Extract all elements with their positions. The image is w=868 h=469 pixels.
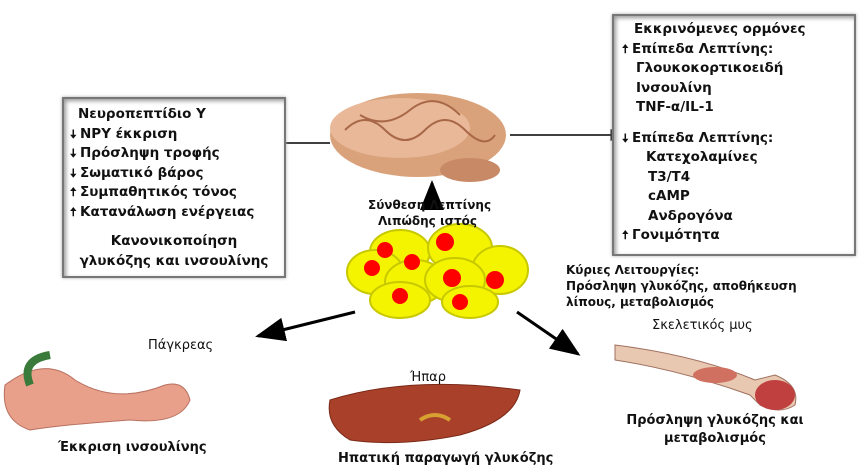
hormones-title: Εκκρινόμενες ορμόνες xyxy=(634,21,806,37)
hormone-item: T3/T4 xyxy=(648,168,691,185)
hormone-item: Κατεχολαμίνες xyxy=(646,149,758,165)
normalization-line2: γλυκόζης και ινσουλίνης xyxy=(79,252,269,269)
adipose-cells-image xyxy=(346,223,529,319)
npy-item: 🠇NPY έκκριση xyxy=(64,125,284,145)
up-arrow-icon: 🠅 xyxy=(70,204,77,219)
arrow-to-muscle xyxy=(516,310,581,356)
muscle-label: Σκελετικός μυς xyxy=(652,318,753,333)
liver-label: Ήπαρ xyxy=(410,370,446,385)
insulin-secretion-caption: Έκκριση ινσουλίνης xyxy=(58,440,207,455)
hormone-item: Ανδρογόνα xyxy=(648,207,733,224)
muscle-image xyxy=(614,344,797,411)
hepatic-glucose-caption: Ηπατική παραγωγή γλυκόζης xyxy=(338,451,554,466)
npy-item: 🠅Κατανάλωση ενέργειας xyxy=(64,203,284,223)
hormone-item: Ινσουλίνη xyxy=(636,79,712,96)
npy-effects-box: Νευροπεπτίδιο Υ 🠇NPY έκκριση 🠇Πρόσληψη τ… xyxy=(62,97,286,278)
down-arrow-icon: 🠇 xyxy=(622,130,629,145)
npy-item: 🠅Συμπαθητικός τόνος xyxy=(64,183,284,203)
npy-title: Νευροπεπτίδιο Υ xyxy=(78,106,206,122)
down-arrow-icon: 🠇 xyxy=(70,126,77,141)
liver-image xyxy=(328,383,521,444)
up-arrow-icon: 🠅 xyxy=(622,41,629,56)
fertility-item: 🠅Γονιμότητα xyxy=(614,226,854,246)
leptin-synthesis-label: Σύνθεση Λεπτίνης xyxy=(368,198,492,212)
brain-image xyxy=(330,93,506,182)
hormones-box: Εκκρινόμενες ορμόνες 🠅Επίπεδα Λεπτίνης: … xyxy=(612,14,856,256)
normalization-line1: Κανονικοποίηση xyxy=(110,233,238,249)
arrow-to-pancreas xyxy=(255,310,356,342)
up-arrow-icon: 🠅 xyxy=(622,228,629,242)
npy-item: 🠇Πρόσληψη τροφής xyxy=(64,144,284,164)
adipose-tissue-label: Λιπώδης ιστός xyxy=(378,214,477,228)
leptin-up-header: 🠅Επίπεδα Λεπτίνης: xyxy=(614,40,854,60)
up-arrow-icon: 🠅 xyxy=(70,185,77,199)
pancreas-label: Πάγκρεας xyxy=(148,338,214,353)
down-arrow-icon: 🠇 xyxy=(70,165,77,180)
hormone-item: cAMP xyxy=(648,188,690,204)
npy-item: 🠇Σωματικό βάρος xyxy=(64,164,284,184)
leptin-down-header: 🠇Επίπεδα Λεπτίνης: xyxy=(614,129,854,149)
main-functions: Κύριες Λειτουργίες:Πρόσληψη γλυκόζης, απ… xyxy=(566,263,797,309)
hormone-item: TNF-α/IL-1 xyxy=(636,99,714,115)
pancreas-image xyxy=(3,351,191,431)
down-arrow-icon: 🠇 xyxy=(70,146,77,160)
hormone-item: Γλουκοκορτικοειδή xyxy=(636,60,784,76)
